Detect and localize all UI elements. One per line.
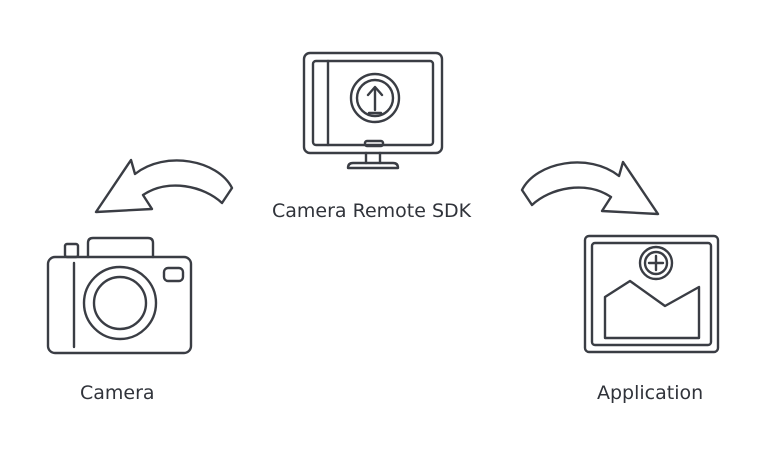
- application-label: Application: [597, 382, 704, 404]
- image-add-icon: [583, 234, 720, 354]
- curved-arrow-right-icon: [520, 160, 660, 216]
- sdk-label: Camera Remote SDK: [272, 200, 472, 222]
- camera-label: Camera: [80, 382, 155, 404]
- camera-icon: [46, 236, 193, 355]
- curved-arrow-left-icon: [94, 158, 234, 214]
- monitor-upload-icon: [302, 51, 444, 170]
